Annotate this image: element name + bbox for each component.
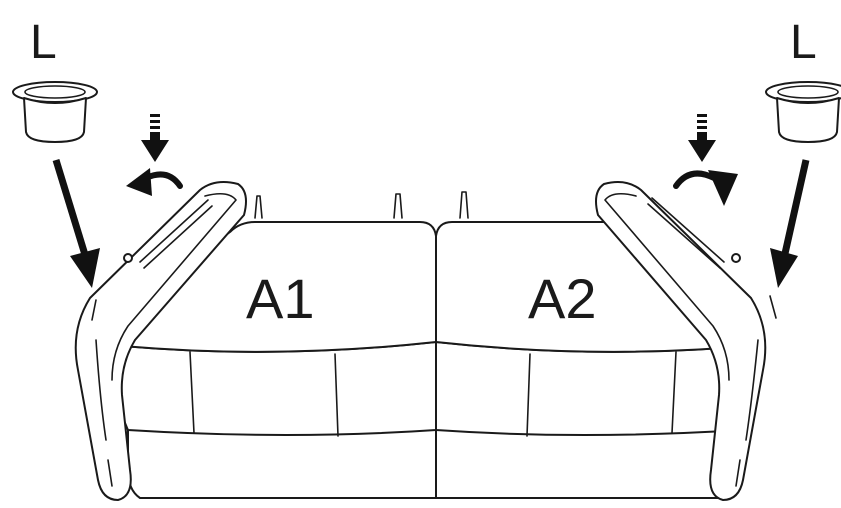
- seat-a1-seam-2: [334, 353, 339, 437]
- left-armrest-zipper-line-2: [143, 205, 213, 269]
- rotate-right-head: [708, 170, 738, 206]
- push-left-stem: [150, 132, 160, 140]
- right-armrest-slot-2: [745, 339, 759, 441]
- seat-a1-label: A1: [246, 267, 315, 330]
- insert-arrow-left-shaft: [52, 158, 90, 260]
- seat-a1-base: [127, 427, 437, 499]
- cup-rim-inner-left: [24, 85, 86, 99]
- right-armrest-body: [595, 181, 767, 501]
- push-right-head: [688, 140, 716, 162]
- rotate-arrow-icon-left: [126, 168, 183, 196]
- seat-a1-front-panel: [111, 341, 437, 436]
- push-right-dash-2: [697, 120, 707, 123]
- insert-arrow-right-shaft: [780, 159, 810, 259]
- push-left-head: [141, 140, 169, 162]
- push-left-dash-3: [150, 126, 160, 129]
- seat-a1-post-left: [254, 195, 263, 219]
- right-armrest-zipper-line: [651, 197, 725, 263]
- left-armrest-slot-1: [91, 299, 97, 321]
- left-armrest-slot-2: [95, 339, 107, 441]
- right-armrest: [595, 181, 777, 501]
- left-armrest-zipper-pull: [123, 253, 133, 263]
- seat-a1-seam-1: [189, 351, 195, 434]
- seat-a1-post-right: [393, 193, 403, 219]
- insert-arrow-icon-right: [770, 159, 810, 288]
- seat-a2-base: [435, 427, 743, 499]
- seat-a2-post-left: [459, 191, 469, 219]
- rotate-left-head: [126, 168, 152, 196]
- right-armrest-zipper-pull: [731, 253, 741, 263]
- rotate-right-arc: [673, 170, 717, 189]
- insert-arrow-left-head: [70, 248, 100, 288]
- push-right-dash-1: [697, 114, 707, 117]
- seat-a2-front-panel: [435, 341, 759, 436]
- seat-a2-seam-1: [526, 353, 531, 437]
- insert-arrow-icon-left: [52, 158, 100, 288]
- cup-body-left: [23, 97, 87, 143]
- left-armrest-slot-3: [107, 459, 113, 487]
- cup-holder-insert-icon-right: [765, 81, 841, 143]
- left-armrest-body: [74, 181, 247, 501]
- push-right-dash-3: [697, 126, 707, 129]
- seat-a1: [109, 193, 437, 499]
- insert-arrow-right-head: [770, 248, 798, 288]
- left-armrest-zipper-line: [139, 199, 209, 263]
- right-armrest-slot-1: [769, 295, 777, 319]
- right-armrest-zipper-line-2: [647, 203, 721, 269]
- push-right-stem: [697, 132, 707, 140]
- left-armrest: [74, 181, 247, 501]
- seat-a2-seam-2: [671, 351, 677, 434]
- push-left-dash-1: [150, 114, 160, 117]
- push-left-dash-2: [150, 120, 160, 123]
- cup-body-right: [776, 97, 840, 143]
- cup-rim-inner-right: [777, 85, 839, 99]
- seat-a2-label: A2: [528, 267, 597, 330]
- push-down-arrow-icon-left: [141, 114, 169, 162]
- right-armrest-slot-3: [735, 459, 741, 487]
- push-down-arrow-icon-right: [688, 114, 716, 162]
- right-armrest-top-edge: [604, 192, 730, 381]
- left-armrest-top-edge: [111, 192, 237, 381]
- right-cap-label: L: [790, 16, 817, 69]
- rotate-arrow-icon-right: [673, 170, 738, 206]
- left-cap-label: L: [30, 16, 57, 69]
- cup-holder-insert-icon-left: [12, 81, 98, 143]
